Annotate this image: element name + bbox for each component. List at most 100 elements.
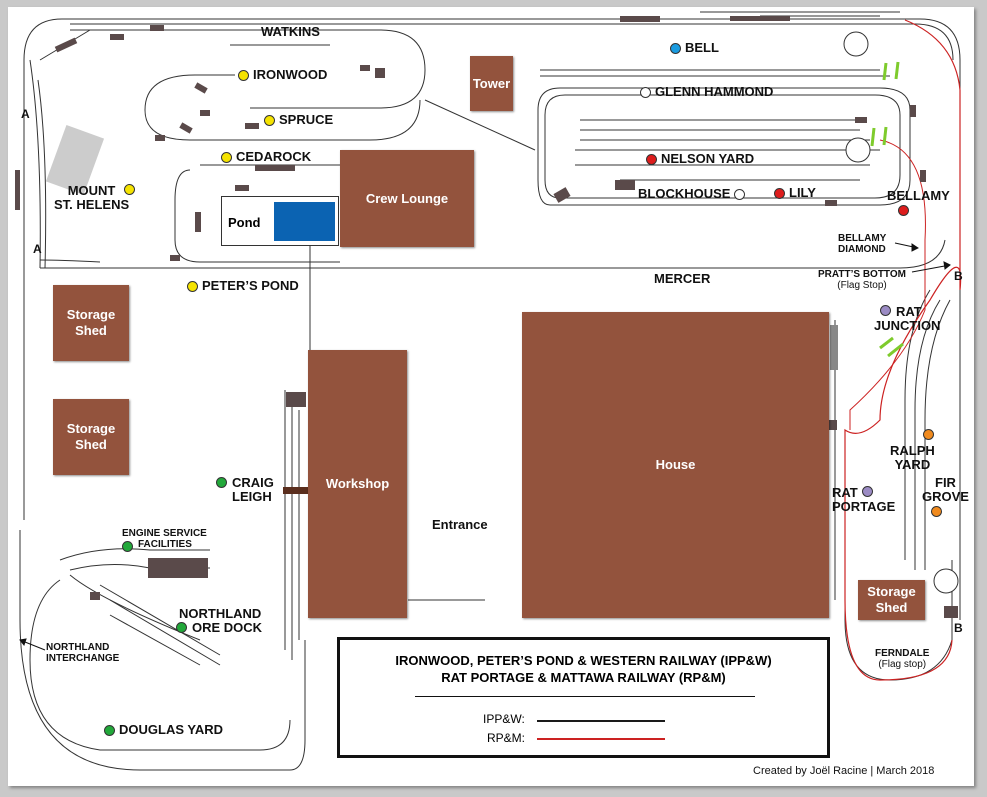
legend-rpm-label: RP&M: [487, 731, 526, 745]
station-name-line-1: MOUNT [67, 183, 116, 198]
station-name: LILY [789, 185, 816, 200]
station-name: PETER’S POND [202, 278, 299, 293]
station-bellamy: BELLAMY [887, 188, 950, 216]
workshop-building: Workshop [308, 350, 407, 618]
purple-station-marker [862, 486, 873, 497]
orange-station-marker [923, 429, 934, 440]
station-name: IRONWOOD [253, 67, 328, 82]
station-name: BELL [685, 40, 719, 55]
station-name-line-2: ORE DOCK [192, 620, 263, 635]
red-station-marker [898, 205, 909, 216]
point-a-top: A [21, 107, 30, 121]
house-building: House [522, 312, 829, 618]
diamond-markers [870, 61, 904, 358]
station-cedarock: CEDAROCK [221, 150, 311, 164]
blue-station-marker [670, 42, 681, 54]
legend-title-line-1: IRONWOOD, PETER’S POND & WESTERN RAILWAY… [395, 653, 772, 668]
point-b-bottom: B [954, 621, 963, 635]
mercer-label: MERCER [654, 271, 711, 286]
bellamy-diamond-line-1: BELLAMY [838, 233, 887, 244]
northland-interchange-label: NORTHLAND INTERCHANGE [46, 642, 119, 664]
station-northland-ore-dock: NORTHLAND ORE DOCK [176, 607, 262, 635]
legend-ipp-label: IPP&W: [483, 712, 525, 726]
ferndale-label: FERNDALE (Flag stop) [875, 648, 929, 670]
station-name-line-2: LEIGH [232, 489, 272, 504]
station-name-line-1: RAT [896, 304, 922, 319]
station-douglas-yard: DOUGLAS YARD [104, 723, 223, 737]
green-station-marker [122, 541, 133, 552]
station-name: NELSON YARD [661, 151, 755, 166]
entrance-label: Entrance [432, 517, 488, 532]
station-name-line-2: ST. HELENS [54, 197, 130, 212]
pratts-bottom-line-1: PRATT’S BOTTOM [818, 269, 906, 280]
turntable-nelson [845, 137, 871, 163]
mercer-line [39, 239, 946, 269]
white-station-marker [640, 86, 651, 98]
legend-divider [415, 696, 755, 697]
green-station-marker [176, 622, 187, 633]
station-rat-portage: RAT PORTAGE [832, 486, 895, 514]
station-name-line-1: RALPH [890, 443, 935, 458]
station-nelson-yard: NELSON YARD [646, 152, 754, 166]
pond-label: Pond [228, 215, 261, 230]
yellow-station-marker [221, 151, 232, 163]
douglas-loop [29, 579, 291, 751]
orange-station-marker [931, 506, 942, 517]
red-station-marker [646, 153, 657, 165]
station-bell: BELL [670, 41, 719, 55]
pratts-arrow [911, 264, 951, 273]
ironwood-loop [70, 29, 426, 109]
yellow-station-marker [238, 69, 249, 81]
legend-box: IRONWOOD, PETER’S POND & WESTERN RAILWAY… [337, 637, 830, 758]
lily-loop [537, 87, 911, 206]
turntable-bell [843, 31, 869, 57]
pond-area: Pond [221, 196, 339, 246]
workshop-yard [284, 390, 300, 660]
ipp-main-loop [23, 18, 961, 620]
cross-connection [424, 99, 536, 151]
station-name-line-2: GROVE [922, 489, 969, 504]
station-lily: LILY [774, 186, 816, 200]
nelson-yard [575, 119, 880, 181]
station-mount-st-helens: MOUNT ST. HELENS [54, 183, 135, 212]
legend-ipp-swatch [537, 720, 665, 722]
ferndale-line-2: (Flag stop) [878, 659, 927, 670]
ipp-main-loop-inner [70, 23, 954, 61]
rpm-red-line-2 [849, 139, 926, 430]
station-name: SPRUCE [279, 112, 334, 127]
crew-lounge-building: Crew Lounge [340, 150, 474, 247]
station-rat-junction: RAT JUNCTION [874, 305, 940, 333]
tower-building: Tower [470, 56, 513, 111]
station-name: BELLAMY [887, 188, 950, 203]
northland-interchange-line-2: INTERCHANGE [46, 653, 120, 664]
station-name-line-1: CRAIG [232, 475, 274, 490]
rolling-stock [15, 16, 958, 618]
credit-text: Created by Joël Racine | March 2018 [753, 765, 935, 777]
lily-loop-inner [544, 94, 901, 199]
pratts-bottom-line-2: (Flag Stop) [837, 280, 887, 291]
station-glenn-hammond: GLENN HAMMOND [640, 85, 773, 99]
right-loop [904, 289, 951, 570]
spruce-loop [144, 74, 421, 141]
station-ironwood: IRONWOOD [238, 68, 327, 82]
station-name-line-1: ENGINE SERVICE [122, 528, 207, 539]
legend-title-line-2: RAT PORTAGE & MATTAWA RAILWAY (RP&M) [441, 670, 726, 685]
station-name-line-1: FIR [935, 475, 956, 490]
storage-shed-1: Storage Shed [53, 285, 129, 361]
ore-dock-spurs [99, 584, 221, 666]
turntable-ferndale [933, 568, 959, 594]
storage-shed-3: Storage Shed [858, 580, 925, 620]
bellamy-diamond-label: BELLAMY DIAMOND [838, 233, 886, 255]
station-name: CEDAROCK [236, 149, 312, 164]
station-name-line-2: YARD [894, 457, 931, 472]
station-ralph-yard: RALPH YARD [890, 429, 935, 472]
glenn-hammond-siding [540, 69, 890, 77]
point-a-bottom: A [33, 242, 42, 256]
station-craig-leigh: CRAIG LEIGH [216, 476, 274, 504]
pratts-bottom-label: PRATT’S BOTTOM (Flag Stop) [818, 269, 906, 291]
station-blockhouse: BLOCKHOUSE [638, 187, 746, 201]
yellow-station-marker [187, 280, 198, 292]
green-station-marker [216, 477, 227, 488]
station-name: GLENN HAMMOND [655, 84, 774, 99]
